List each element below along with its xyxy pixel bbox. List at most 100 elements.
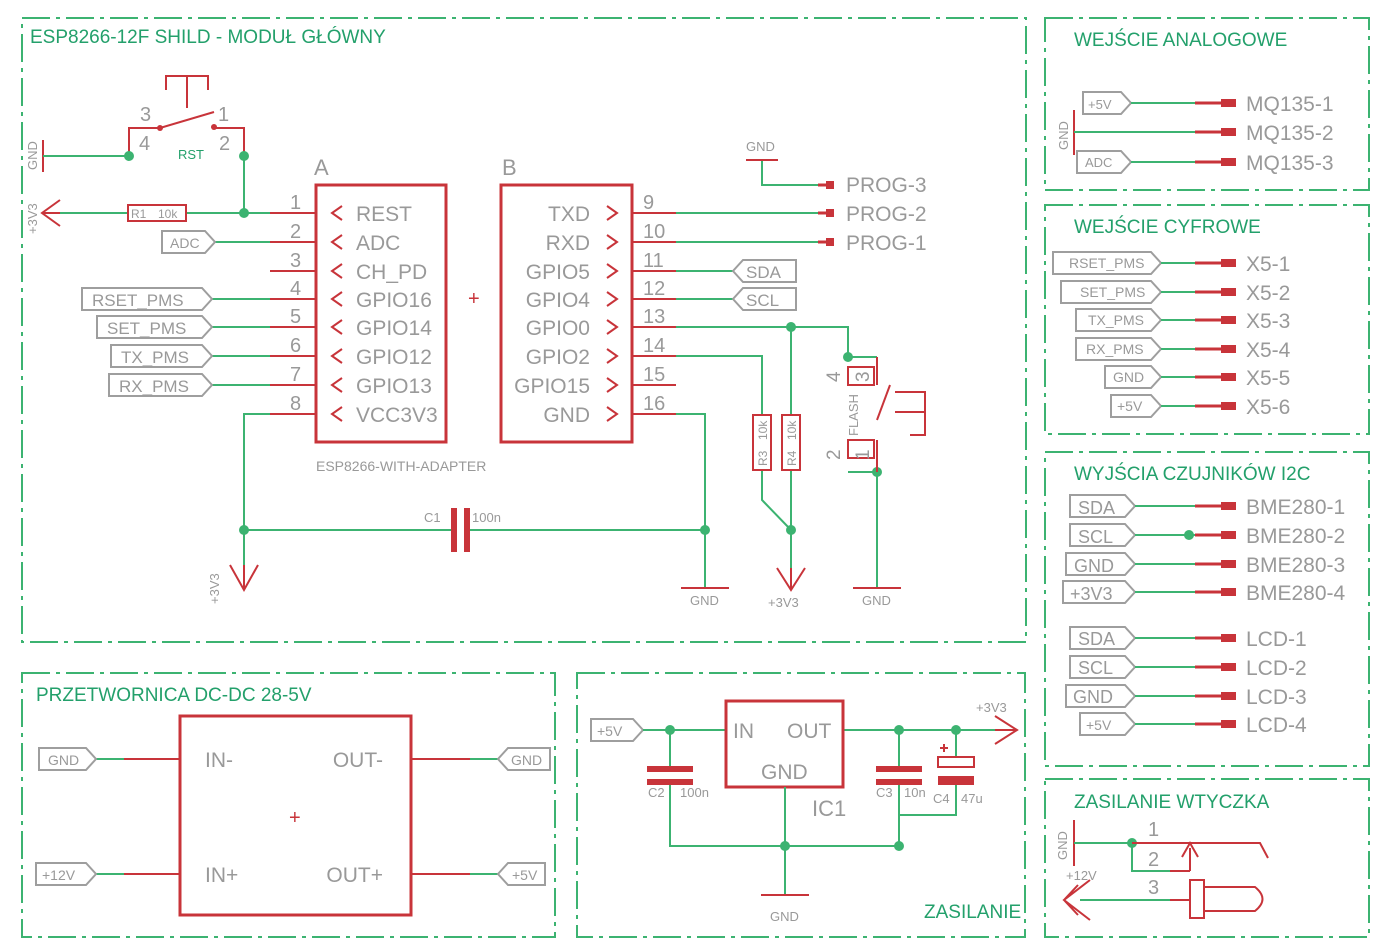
- flag-sda-main: SDA: [746, 263, 782, 282]
- pin-num-12: 12: [643, 278, 665, 300]
- section-title-dcdc: PRZETWORNICA DC-DC 28-5V: [36, 685, 312, 706]
- pin-num-16: 16: [643, 393, 665, 415]
- pin-num-3: 3: [290, 250, 301, 272]
- c1-value: 100n: [472, 510, 501, 525]
- v33-label-left: +3V3: [25, 203, 40, 234]
- r1-value: 10k: [158, 207, 178, 221]
- gnd-label-flash: GND: [862, 593, 891, 608]
- esp-origin-mark: +: [468, 288, 480, 310]
- analog-flag-adc: ADC: [1085, 155, 1112, 170]
- pin-name-gpio4: GPIO4: [526, 289, 591, 312]
- esp-label-b: B: [502, 155, 517, 180]
- flash-switch: 4 3 2 1 FLASH: [824, 357, 926, 472]
- lcd-3-label: LCD-3: [1246, 686, 1307, 709]
- r4-label: R4: [785, 450, 799, 466]
- frame-analog: [1044, 17, 1370, 191]
- x5-2-label: X5-2: [1246, 282, 1290, 305]
- lcd-2-label: LCD-2: [1246, 657, 1307, 680]
- frame-plug: [1044, 778, 1370, 938]
- mq135-1-label: MQ135-1: [1246, 93, 1334, 116]
- lcd-flag-gnd: GND: [1073, 687, 1113, 707]
- lcd-1-label: LCD-1: [1246, 628, 1307, 651]
- prog-3-label: PROG-3: [846, 174, 927, 197]
- right-flags-main: SDA SCL: [731, 259, 797, 311]
- lcd-flag-5v: +5V: [1086, 717, 1112, 733]
- digital-flag-tx-pms: TX_PMS: [1088, 312, 1144, 328]
- rst-label: RST: [178, 147, 204, 162]
- flag-tx-pms: TX_PMS: [121, 348, 189, 367]
- plug-12v-label: +12V: [1066, 868, 1097, 883]
- pin-num-4: 4: [290, 278, 301, 300]
- section-title-analog: WEJŚCIE ANALOGOWE: [1074, 29, 1287, 51]
- x5-1-label: X5-1: [1246, 253, 1290, 276]
- esp-right-pins: 9 10 11 12 13 14 15 16 TXD RXD GPIO5 GPI…: [514, 192, 676, 427]
- pin-name-txd: TXD: [548, 203, 590, 226]
- flash-pin-1: 1: [853, 449, 874, 460]
- pin-name-gpio15: GPIO15: [514, 375, 590, 398]
- esp-part-name: ESP8266-WITH-ADAPTER: [316, 458, 486, 474]
- rst-pin-2: 2: [219, 133, 230, 155]
- pin-num-14: 14: [643, 335, 665, 357]
- pin-name-gnd: GND: [543, 404, 590, 427]
- power-gnd-label: GND: [770, 909, 799, 924]
- section-title-digital: WEJŚCIE CYFROWE: [1074, 216, 1261, 238]
- c1-label: C1: [424, 510, 441, 525]
- pin-name-rxd: RXD: [546, 232, 590, 255]
- plug-section: GND +12V 1 2 3: [1055, 819, 1269, 921]
- dcdc-section: IN- IN+ OUT- OUT+ + GND +12V GND +5V: [35, 714, 551, 917]
- frame-dcdc: [21, 672, 556, 938]
- c3-value: 10n: [904, 785, 926, 800]
- power-section: +5V +3V3 IN OUT GND IC1 GND C2 100n C3 1…: [590, 699, 1019, 924]
- pin-name-gpio13: GPIO13: [356, 375, 432, 398]
- reg-in-label: IN: [733, 720, 754, 743]
- pin-num-9: 9: [643, 192, 654, 214]
- reg-out-label: OUT: [787, 720, 832, 743]
- reg-gnd-label: GND: [761, 761, 808, 784]
- r4-value: 10k: [785, 420, 799, 440]
- digital-flag-gnd: GND: [1113, 369, 1144, 385]
- flag-set-pms: SET_PMS: [107, 319, 186, 338]
- flash-label: FLASH: [846, 394, 861, 436]
- prog-2-label: PROG-2: [846, 203, 927, 226]
- dcdc-flag-5v: +5V: [512, 867, 538, 883]
- dcdc-flag-gnd-in: GND: [48, 752, 79, 768]
- c2-label: C2: [648, 785, 665, 800]
- bme-flag-3v3: +3V3: [1070, 584, 1113, 604]
- x5-4-label: X5-4: [1246, 339, 1291, 362]
- gnd-label-prog: GND: [746, 139, 775, 154]
- left-flags: ADC RSET_PMS SET_PMS TX_PMS RX_PMS: [81, 230, 217, 397]
- esp-label-a: A: [314, 155, 329, 180]
- power-v33-label: +3V3: [976, 700, 1007, 715]
- digital-flag-rx-pms: RX_PMS: [1086, 341, 1144, 357]
- r1-resistor: [127, 204, 187, 222]
- esp-body-b: [499, 183, 634, 444]
- c4-value: 47u: [961, 791, 983, 806]
- r1-label: R1: [131, 207, 147, 221]
- pin-num-8: 8: [290, 393, 301, 415]
- mq135-3-label: MQ135-3: [1246, 152, 1334, 175]
- flag-rset-pms: RSET_PMS: [92, 291, 184, 310]
- r3-label: R3: [756, 450, 770, 466]
- i2c-section: SDA SCL GND +3V3 BME280-1 BME280-2 BME28…: [1062, 494, 1346, 737]
- lcd-4-label: LCD-4: [1246, 714, 1307, 737]
- dcdc-body: [178, 714, 413, 917]
- v33-label-r4: +3V3: [768, 595, 799, 610]
- analog-section: GND +5V ADC MQ135-1 MQ135-2 MQ135-3: [1056, 91, 1334, 175]
- pin-name-rest: REST: [356, 203, 412, 226]
- analog-flag-5v: +5V: [1088, 97, 1112, 112]
- x5-5-label: X5-5: [1246, 367, 1290, 390]
- pin-name-adc: ADC: [356, 232, 400, 255]
- bme-flag-sda: SDA: [1078, 498, 1115, 518]
- frame-main: [21, 17, 1027, 643]
- dcdc-flag-12v: +12V: [42, 867, 76, 883]
- gnd-label-rst: GND: [25, 141, 40, 170]
- dcdc-in-minus: IN-: [205, 749, 233, 772]
- digital-section: RSET_PMS SET_PMS TX_PMS RX_PMS GND +5V X…: [1052, 251, 1291, 419]
- reg-name-label: IC1: [812, 796, 846, 821]
- dcdc-flag-gnd-out: GND: [511, 752, 542, 768]
- pin-num-2: 2: [290, 221, 301, 243]
- flag-rx-pms: RX_PMS: [119, 377, 189, 396]
- c3-label: C3: [876, 785, 893, 800]
- pin-name-gpio14: GPIO14: [356, 317, 432, 340]
- rst-pin-1: 1: [218, 104, 229, 126]
